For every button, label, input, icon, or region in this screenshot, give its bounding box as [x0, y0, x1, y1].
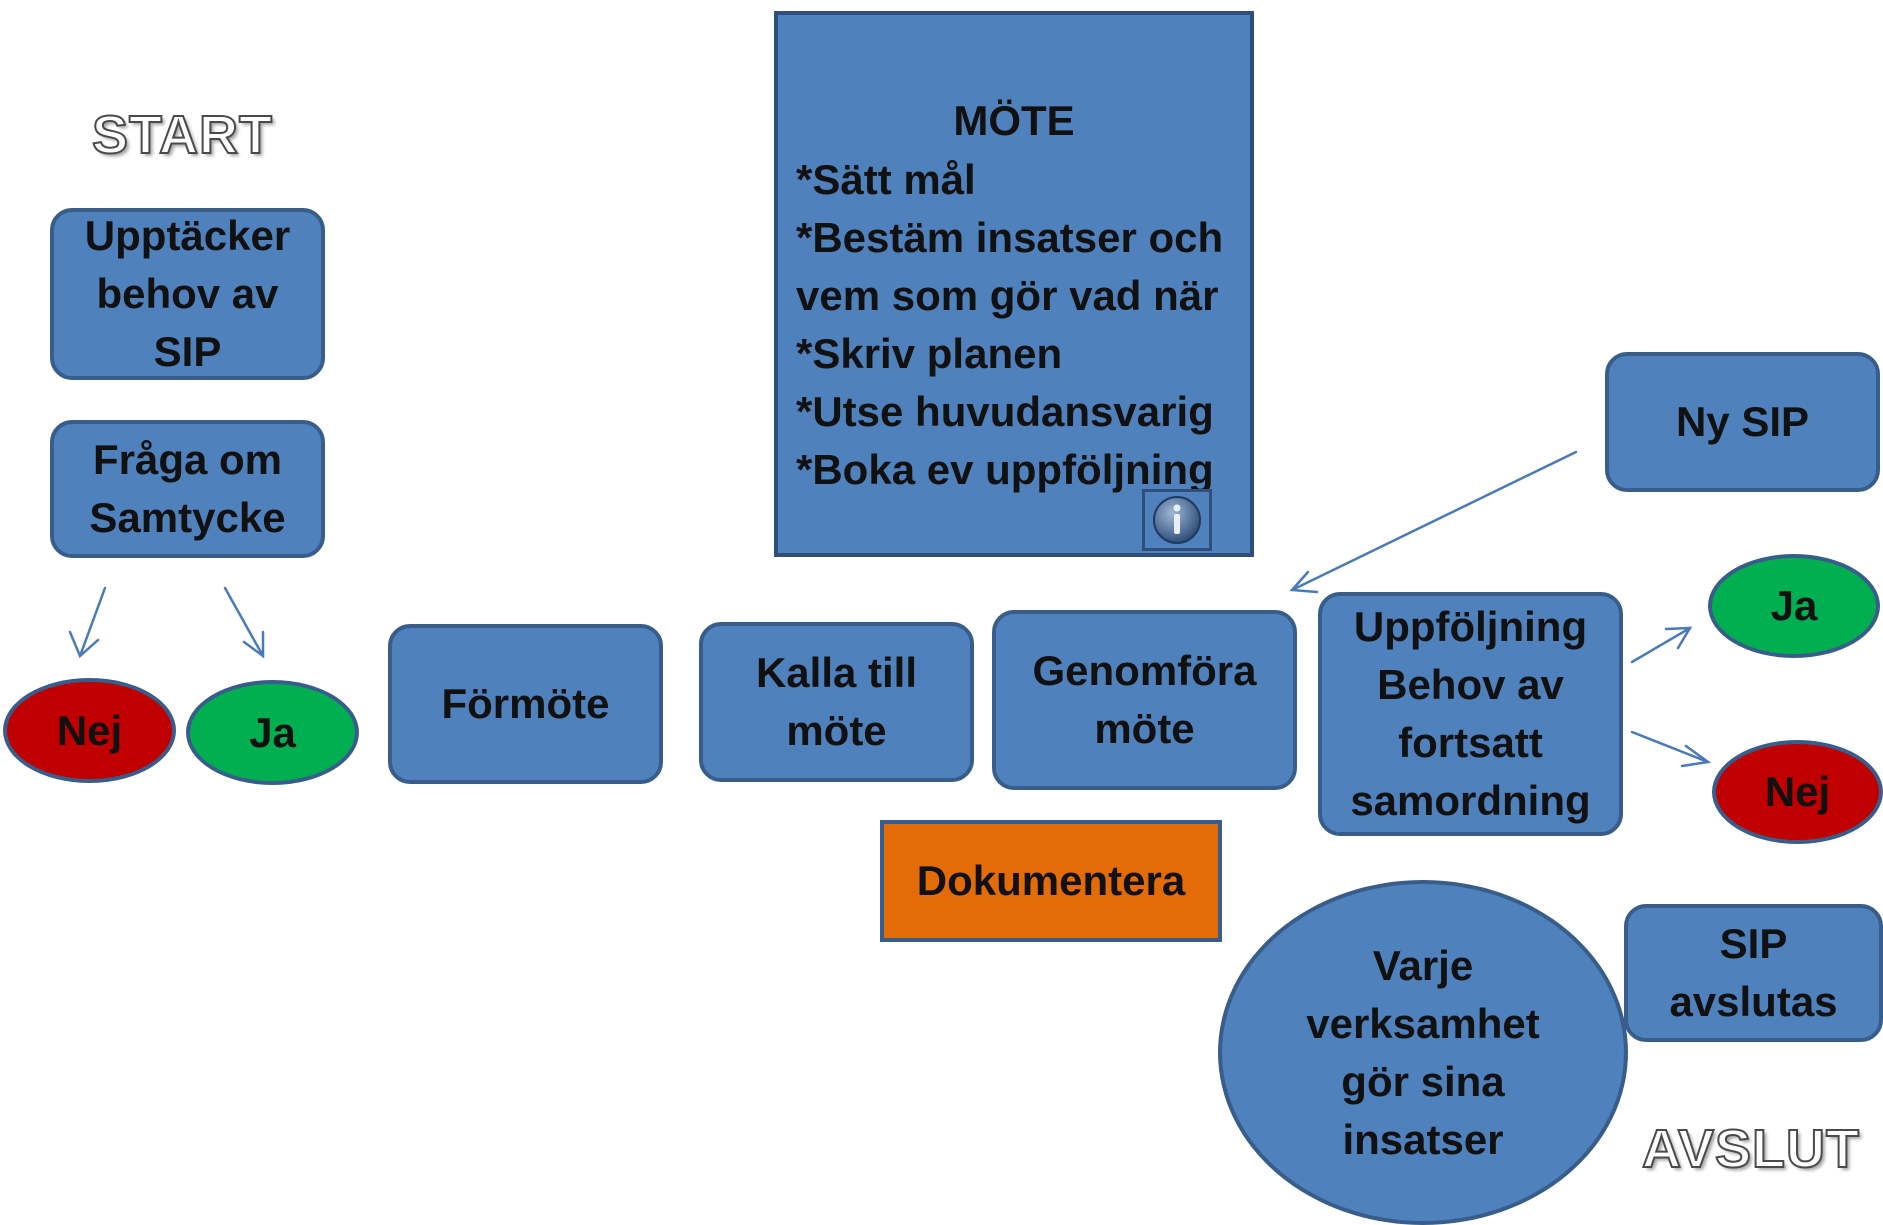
- info-button[interactable]: [1142, 489, 1212, 551]
- meeting-box: MÖTE *Sätt mål *Bestäm insatser och vem …: [774, 11, 1254, 557]
- ja-right-node: Ja: [1708, 554, 1880, 658]
- varje-node: Varje verksamhet gör sina insatser: [1218, 880, 1628, 1225]
- fraga-node: Fråga om Samtycke: [50, 420, 325, 558]
- arrow-to-nej-left: [68, 586, 107, 659]
- nej-left-node: Nej: [3, 678, 176, 783]
- arrow-to-ja-right: [1630, 626, 1693, 664]
- end-label: AVSLUT: [1641, 1118, 1860, 1180]
- meeting-line: *Utse huvudansvarig: [796, 388, 1214, 435]
- meeting-line: *Skriv planen: [796, 330, 1063, 377]
- sip-avslutas-node: SIP avslutas: [1624, 904, 1883, 1042]
- arrow-to-nej-right: [1630, 730, 1712, 768]
- dokumentera-node: Dokumentera: [880, 820, 1222, 942]
- kalla-node: Kalla till möte: [699, 622, 974, 782]
- arrow-ny-sip-to-genomfora: [1289, 450, 1578, 594]
- meeting-title: MÖTE: [953, 97, 1075, 144]
- meeting-list: *Sätt mål *Bestäm insatser och vem som g…: [796, 151, 1223, 499]
- info-icon: [1153, 496, 1201, 544]
- genomfora-node: Genomföra möte: [992, 610, 1297, 790]
- meeting-line: vem som gör vad när: [796, 272, 1219, 319]
- uppfoljning-node: Uppföljning Behov av fortsatt samordning: [1318, 592, 1623, 836]
- meeting-line: *Bestäm insatser och: [796, 214, 1224, 261]
- ny-sip-node: Ny SIP: [1605, 352, 1880, 492]
- arrow-to-ja-left: [223, 586, 265, 659]
- meeting-line: *Boka ev uppföljning: [796, 446, 1214, 493]
- ja-left-node: Ja: [186, 680, 359, 785]
- formote-node: Förmöte: [388, 624, 663, 784]
- start-label: START: [91, 104, 273, 166]
- upptacker-node: Upptäcker behov av SIP: [50, 208, 325, 380]
- nej-right-node: Nej: [1712, 740, 1883, 844]
- meeting-line: *Sätt mål: [796, 156, 976, 203]
